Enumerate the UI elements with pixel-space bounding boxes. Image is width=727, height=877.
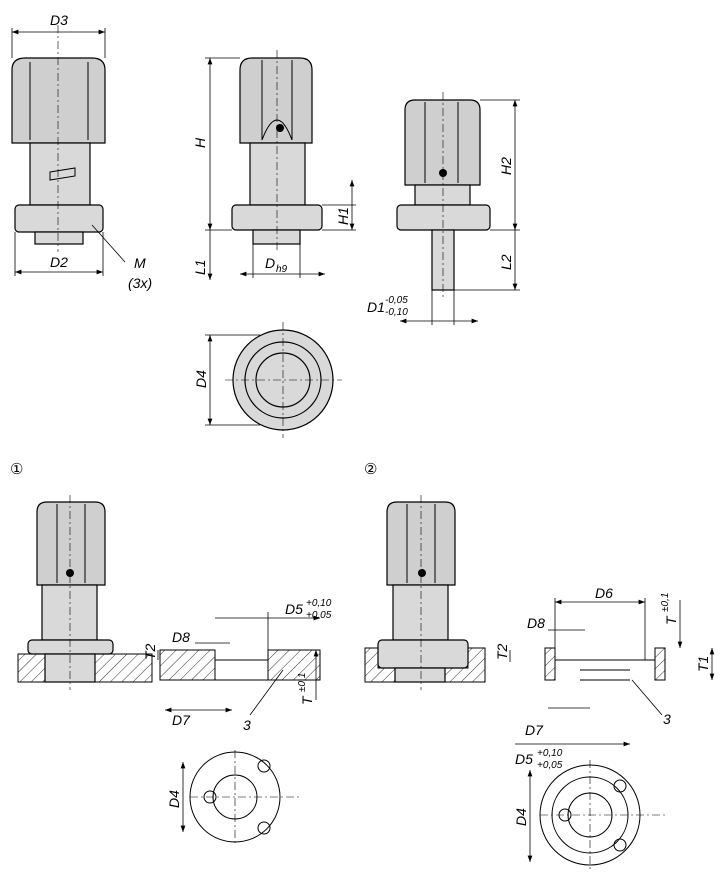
v2-label-t2: T2	[494, 643, 510, 660]
label-d: D	[265, 255, 275, 271]
bottom-view: D4	[193, 322, 342, 438]
variant-1: ① D5 +0,10 +0,05 D8 T2 D7 3 T ±0,1	[10, 461, 332, 845]
label-d1: D1	[367, 299, 385, 315]
label-l1: L1	[192, 259, 208, 275]
label-h1: H1	[335, 207, 351, 225]
label-h2: H2	[498, 157, 514, 175]
label-h: H	[192, 137, 208, 148]
v1-label-t: T	[299, 695, 315, 705]
v1-label-d5-tol-upper: +0,10	[306, 598, 332, 609]
v1-label-t-tol: ±0,1	[297, 673, 308, 692]
v2-label-d5-tol-upper: +0,10	[537, 748, 563, 759]
label-m: M	[134, 255, 146, 271]
label-d1-tol-lower: -0,10	[385, 307, 408, 318]
variant-2: ② D6 D8 T2 T ±0,1 T1 D7 D5 +0,10 +0,05 3	[364, 461, 715, 870]
label-l2: L2	[498, 254, 514, 270]
v2-label-t1: T1	[695, 656, 711, 672]
v2-label-d5: D5	[515, 751, 533, 767]
v2-label-d4: D4	[513, 808, 529, 826]
v2-label-d6: D6	[595, 585, 613, 601]
v1-label-d7: D7	[172, 712, 191, 728]
v1-label-d8: D8	[172, 629, 190, 645]
label-d1-tol-upper: -0,05	[385, 295, 408, 306]
label-d3: D3	[50, 12, 68, 28]
variant-2-marker: ②	[364, 461, 377, 478]
v1-label-ref: 3	[243, 717, 251, 733]
side-view: H L1 H1 D h9	[192, 50, 356, 280]
v2-label-d7: D7	[525, 722, 544, 738]
v2-label-t: T	[663, 615, 679, 625]
v2-label-ref: 3	[663, 711, 671, 727]
v1-label-t2: T2	[142, 643, 158, 660]
label-d-tolerance: h9	[276, 264, 288, 275]
label-m-count: (3x)	[128, 275, 152, 291]
v1-label-d5: D5	[285, 601, 303, 617]
extended-view: H2 L2 D1 -0,05 -0,10	[367, 92, 520, 325]
v1-label-d5-tol-lower: +0,05	[306, 610, 332, 621]
v2-label-t-tol: ±0,1	[660, 593, 671, 612]
label-d4: D4	[193, 370, 209, 388]
v1-label-d4: D4	[166, 790, 182, 808]
variant-1-marker: ①	[10, 461, 23, 478]
label-d2: D2	[50, 254, 68, 270]
front-view: D3 D2 M (3x)	[11, 12, 152, 291]
v2-label-d5-tol-lower: +0,05	[537, 760, 563, 771]
v2-label-d8: D8	[527, 615, 545, 631]
